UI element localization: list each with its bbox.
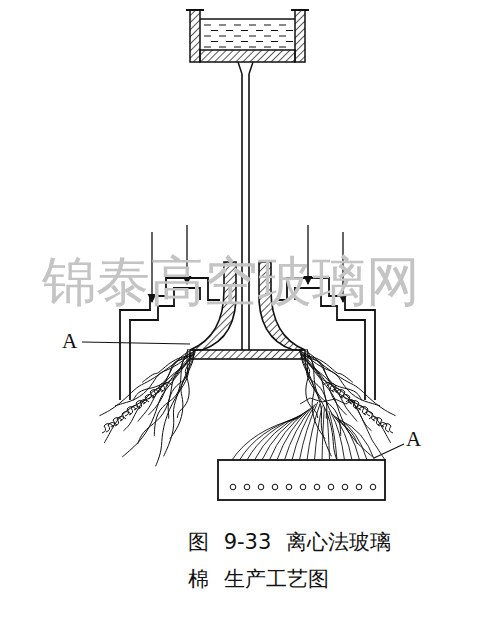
part-label: A	[62, 330, 77, 353]
leader-line	[82, 342, 404, 458]
fiber-inset	[218, 398, 385, 500]
glass-tank	[186, 10, 309, 74]
part-label: A	[406, 428, 421, 451]
figure-caption: 图 9-33 离心法玻璃棉 生产工艺图	[188, 524, 393, 598]
glass-fibers	[100, 349, 396, 466]
watermark: 锦泰高空玻璃网	[42, 252, 420, 311]
